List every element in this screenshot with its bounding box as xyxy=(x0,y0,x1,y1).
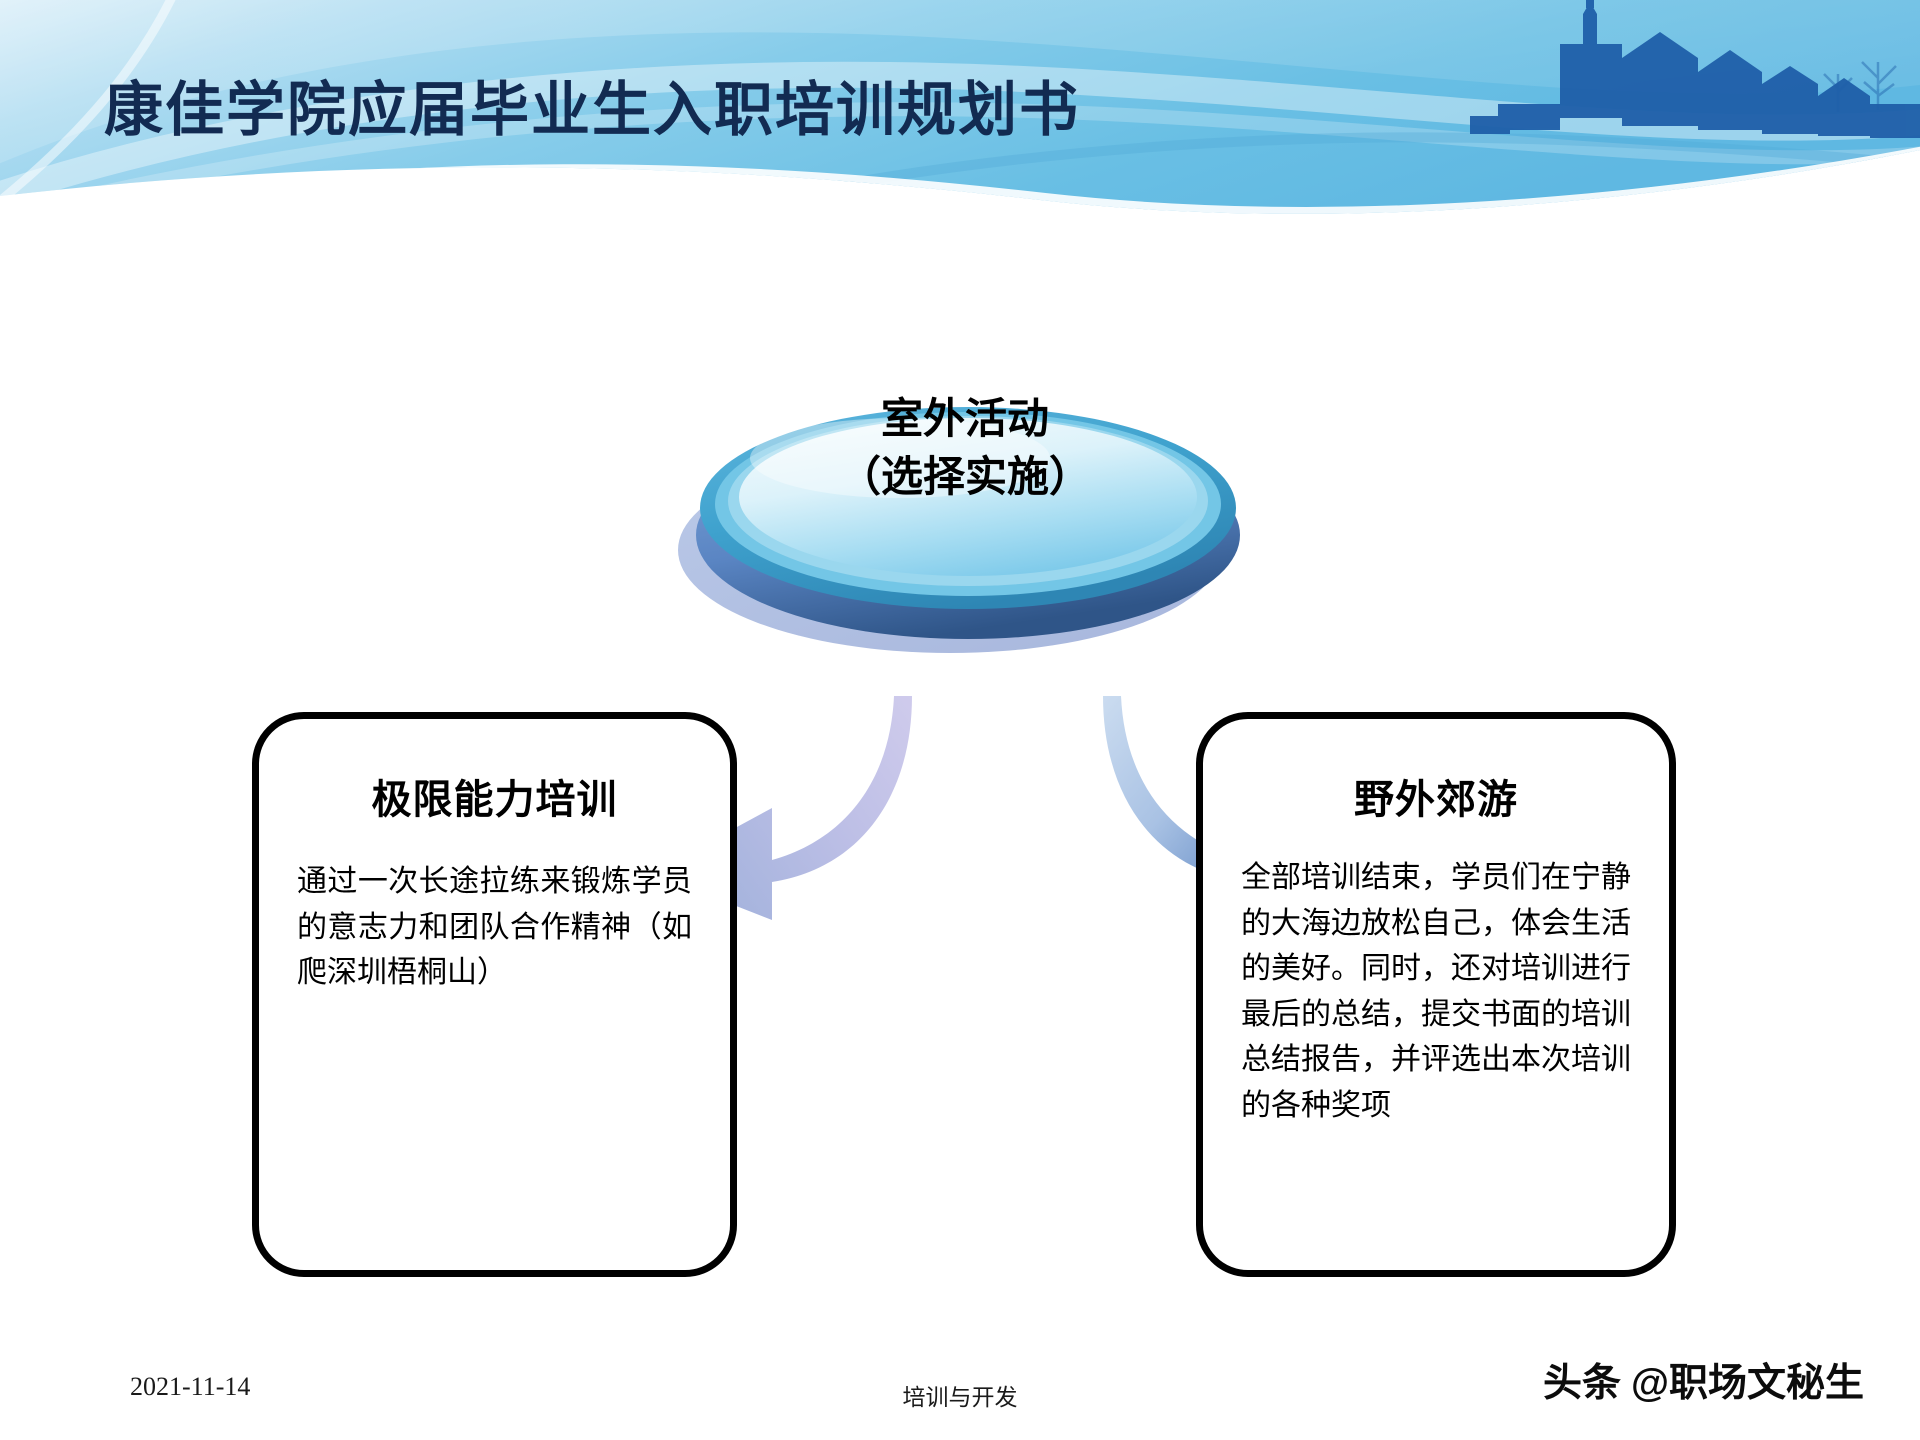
footer-section-label: 培训与开发 xyxy=(902,1385,1018,1410)
watermark-handle: @职场文秘生 xyxy=(1630,1362,1864,1405)
skyline-silhouette xyxy=(1470,0,1920,138)
watermark-brand: 头条 xyxy=(1542,1362,1621,1405)
footer-date: 2021-11-14 xyxy=(130,1372,251,1401)
box-outdoor-excursion[interactable]: 野外郊游 全部培训结束，学员们在宁静的大海边放松自己，体会生活的美好。同时，还对… xyxy=(1196,712,1676,1277)
box-extreme-training[interactable]: 极限能力培训 通过一次长途拉练来锻炼学员的意志力和团队合作精神（如爬深圳梧桐山） xyxy=(252,712,737,1277)
center-node-outdoor-activity[interactable]: 室外活动 （选择实施） xyxy=(650,340,1280,660)
header-banner xyxy=(0,0,1920,232)
box-left-body: 通过一次长途拉练来锻炼学员的意志力和团队合作精神（如爬深圳梧桐山） xyxy=(297,865,692,990)
page-title: 康佳学院应届毕业生入职培训规划书 xyxy=(104,77,1081,143)
box-left-title: 极限能力培训 xyxy=(371,777,618,822)
watermark-logo: 头条 @职场文秘生 xyxy=(1543,1352,1864,1408)
box-right-title: 野外郊游 xyxy=(1354,777,1518,822)
box-right-body: 全部培训结束，学员们在宁静的大海边放松自己，体会生活的美好。同时，还对培训进行最… xyxy=(1241,861,1631,1122)
